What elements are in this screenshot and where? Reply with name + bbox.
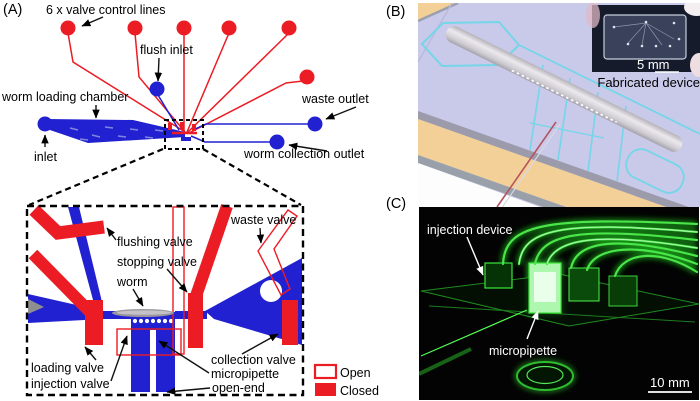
- fabricated-device-caption: Fabricated device: [597, 75, 700, 90]
- label-micropipette: micropipette: [211, 367, 279, 381]
- fluid-ports: [37, 81, 323, 150]
- zoom-cone-right: [202, 148, 302, 206]
- finger-left: [586, 3, 600, 28]
- label-worm-loading-chamber: worm loading chamber: [1, 90, 128, 104]
- worms-in-chamber: [69, 126, 164, 141]
- chip-surface-edge: [418, 3, 453, 63]
- chip-top-edge: [418, 3, 459, 23]
- annotation-arrows: [41, 16, 357, 395]
- injection-valve-shape: [116, 328, 182, 356]
- slide-front-edge: [428, 305, 696, 323]
- label-waste-outlet: waste outlet: [301, 92, 369, 106]
- zoom-cone-left: [28, 147, 164, 207]
- micropipette-needle: [496, 121, 557, 207]
- hub-valves: [168, 122, 197, 141]
- slide-edge-upper: [418, 111, 689, 207]
- waste-valve-shape: [257, 209, 298, 297]
- label-micropipette-photo: micropipette: [489, 344, 557, 358]
- slide-edge-lower: [418, 155, 567, 207]
- stopping-valve-line: [190, 204, 233, 298]
- label-open-end: open-end: [212, 381, 265, 395]
- petri-dish: [516, 361, 574, 391]
- flow-lines: [157, 94, 315, 143]
- closed-valves: [28, 204, 298, 348]
- label-injection-device: injection device: [427, 223, 513, 237]
- zoom-region-box: [164, 119, 204, 150]
- micropipette-photo: [420, 309, 528, 357]
- panel-c-photo: injection device micropipette 10 mm: [419, 207, 699, 400]
- label-flush-inlet: flush inlet: [140, 43, 193, 57]
- panel-a-schematic: 6 x valve control lines flush inlet worm…: [1, 3, 379, 398]
- panel-a-letter: (A): [3, 2, 23, 18]
- valve-control-ports: [60, 20, 315, 85]
- loading-valve-shape: [85, 300, 103, 345]
- chip-photo-ports: [612, 20, 681, 48]
- valve-legend: Open Closed: [313, 363, 379, 398]
- legend-open-label: Open: [340, 366, 371, 380]
- label-waste-valve: waste valve: [230, 213, 296, 227]
- label-loading-valve: loading valve: [31, 361, 104, 375]
- label-worm-collection-outlet: worm collection outlet: [243, 147, 365, 161]
- label-flushing-valve: flushing valve: [117, 235, 193, 249]
- panel-c-letter: (C): [386, 196, 407, 212]
- label-worm: worm: [116, 275, 148, 289]
- stopping-valve-shape: [188, 293, 203, 348]
- flushing-valve-shape: [29, 205, 105, 240]
- label-collection-valve: collection valve: [211, 353, 296, 367]
- tubing-highlights: [518, 226, 698, 265]
- scale-bar-10mm: 10 mm: [650, 375, 690, 390]
- micropipette-open-end-dots: [132, 318, 174, 324]
- inset-border: [25, 204, 305, 397]
- finger-top-right: [684, 3, 700, 16]
- label-inlet: inlet: [34, 150, 57, 164]
- loading-valve-line: [28, 249, 95, 317]
- micropipette-holder: [419, 347, 472, 376]
- finger-bottom-right: [690, 53, 700, 77]
- label-valve-control-lines: 6 x valve control lines: [46, 3, 166, 17]
- device-blocks: [484, 262, 638, 314]
- collection-valve-shape: [282, 300, 298, 345]
- panel-b-letter: (B): [386, 4, 406, 20]
- label-stopping-valve: stopping valve: [117, 255, 197, 269]
- label-injection-valve: injection valve: [31, 377, 110, 391]
- scale-bar-5mm: 5 mm: [637, 57, 670, 72]
- legend-open-swatch: [313, 363, 338, 380]
- micropipette-glass: [501, 123, 561, 207]
- inset-worm-debris: [28, 299, 44, 314]
- valve-control-lines: [67, 32, 304, 134]
- legend-closed-label: Closed: [340, 384, 379, 398]
- worm-3d: [445, 26, 683, 152]
- panel-b-render: 5 mm Fabricated device: [418, 3, 700, 207]
- worm-loading-chamber-shape: [44, 119, 185, 143]
- photo-arrows: [466, 236, 539, 340]
- worm-shape: [112, 309, 174, 317]
- fabricated-device-photo: 5 mm: [586, 3, 700, 77]
- legend-closed-swatch: [315, 383, 336, 396]
